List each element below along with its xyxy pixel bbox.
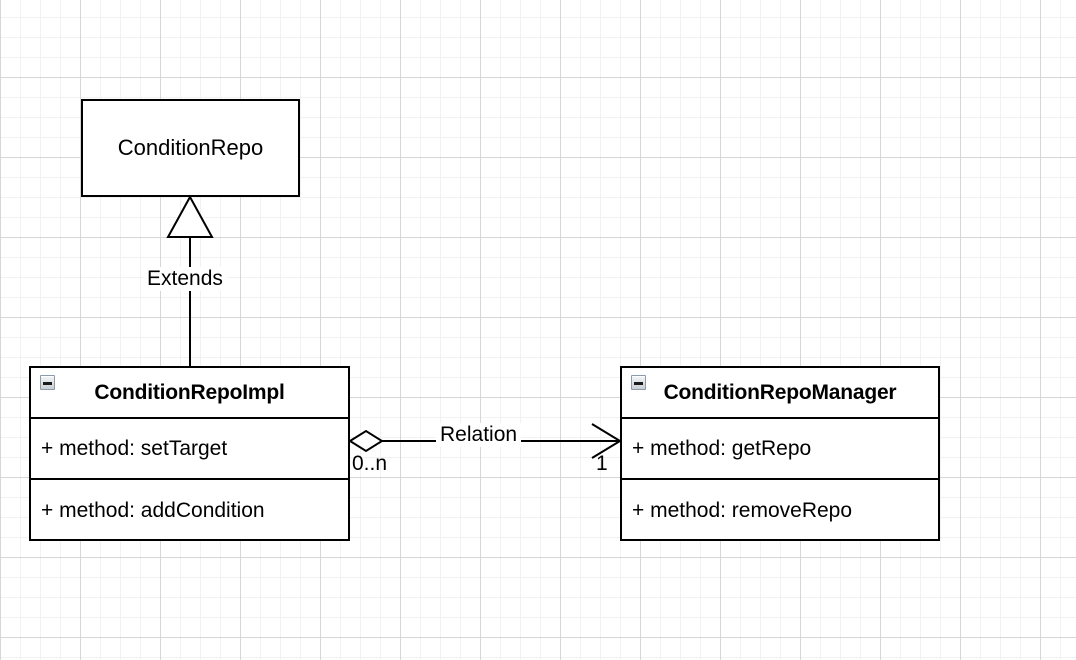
class-box-condition-repo[interactable]: ConditionRepo	[81, 99, 300, 197]
hollow-diamond-aggregation	[348, 429, 384, 453]
class-name-condition-repo-impl: ConditionRepoImpl	[94, 380, 285, 404]
class-member-row[interactable]: + method: removeRepo	[632, 498, 853, 522]
class-member-row[interactable]: + method: setTarget	[31, 419, 348, 480]
minus-icon[interactable]	[631, 375, 646, 390]
class-header-condition-repo-manager: ConditionRepoManager	[622, 368, 938, 419]
extends-label: Extends	[143, 267, 227, 291]
source-multiplicity-label: 0..n	[352, 452, 388, 475]
class-member-row[interactable]: + method: getRepo	[622, 419, 938, 480]
class-header-condition-repo-impl: ConditionRepoImpl	[31, 368, 348, 419]
target-multiplicity-label: 1	[596, 452, 608, 475]
class-box-condition-repo-impl[interactable]: ConditionRepoImpl + method: setTarget + …	[29, 366, 350, 541]
class-member-row[interactable]: + method: addCondition	[41, 498, 265, 522]
hollow-triangle-arrowhead	[166, 194, 214, 238]
class-name-condition-repo-manager: ConditionRepoManager	[663, 380, 897, 404]
class-box-condition-repo-manager[interactable]: ConditionRepoManager + method: getRepo +…	[620, 366, 940, 541]
minus-icon[interactable]	[40, 375, 55, 390]
class-name-condition-repo: ConditionRepo	[117, 135, 264, 160]
relation-label: Relation	[436, 423, 522, 447]
